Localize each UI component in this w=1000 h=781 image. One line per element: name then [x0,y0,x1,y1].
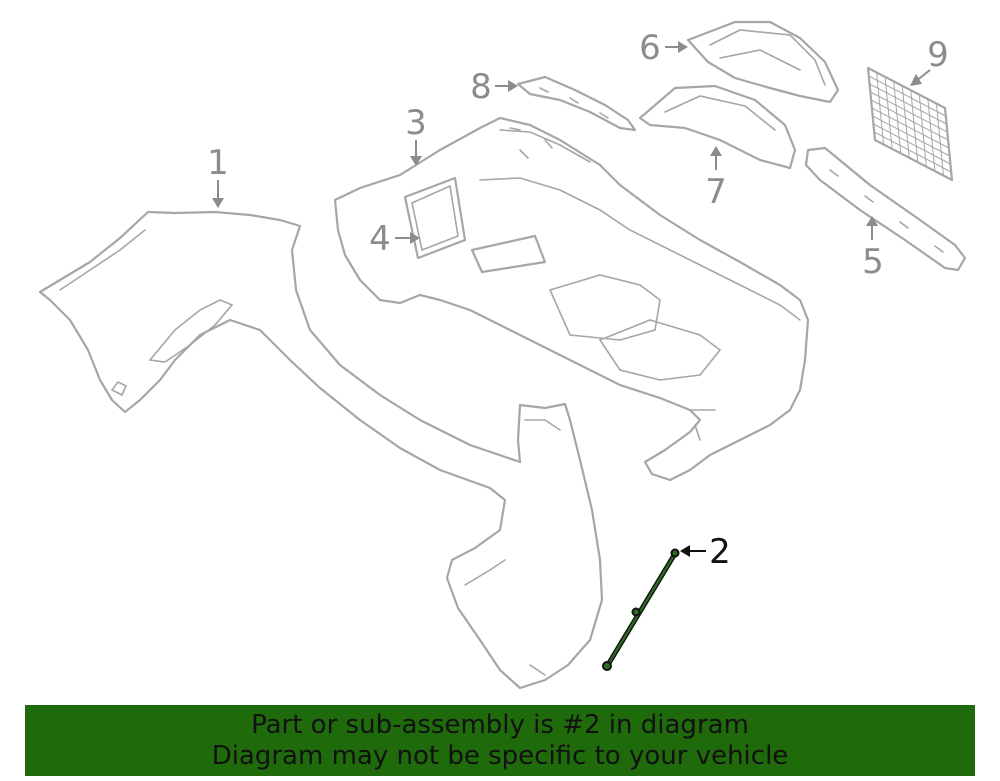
part-1-bumper-cover [38,210,604,690]
callout-leaders [212,41,931,557]
callout-5-label: 5 [862,242,884,282]
grille-mesh-line [918,94,927,168]
grille-mesh-line [873,131,952,173]
grille-mesh-line [893,80,902,154]
grille-mesh-line [872,123,951,165]
part-6-step-pad [686,20,840,104]
grille-mesh-line [869,83,948,125]
grille-mesh-line [876,71,885,145]
callout-3-label: 3 [405,103,427,143]
callout-4-label: 4 [369,219,391,259]
grille-mesh-line [884,76,893,150]
callout-7-label: 7 [705,172,727,212]
grille-mesh-line [927,98,936,172]
callout-2-label: 2 [709,532,731,572]
grille-mesh-line [871,107,950,149]
grille-mesh-line [901,85,910,159]
part-9-grille [866,66,954,182]
grille-mesh-line [910,89,919,163]
grille-mesh-line [935,103,944,177]
banner-line-1: Part or sub-assembly is #2 in diagram [251,709,749,740]
callout-1-label: 1 [207,143,229,183]
part-7-pad [638,84,797,170]
info-banner: Part or sub-assembly is #2 in diagram Di… [25,705,975,776]
grille-mesh-line [869,91,948,133]
callout-8-label: 8 [470,67,492,107]
part-2-highlighted-strip [602,548,680,671]
callout-6-label: 6 [639,28,661,68]
part-5-strip [804,146,967,272]
grille-mesh-line [868,75,947,117]
grille-mesh-line [872,115,951,157]
part-8-bracket [516,75,637,132]
grille-mesh-line [870,99,949,141]
callout-9-label: 9 [927,35,949,75]
banner-line-2: Diagram may not be specific to your vehi… [211,740,789,771]
